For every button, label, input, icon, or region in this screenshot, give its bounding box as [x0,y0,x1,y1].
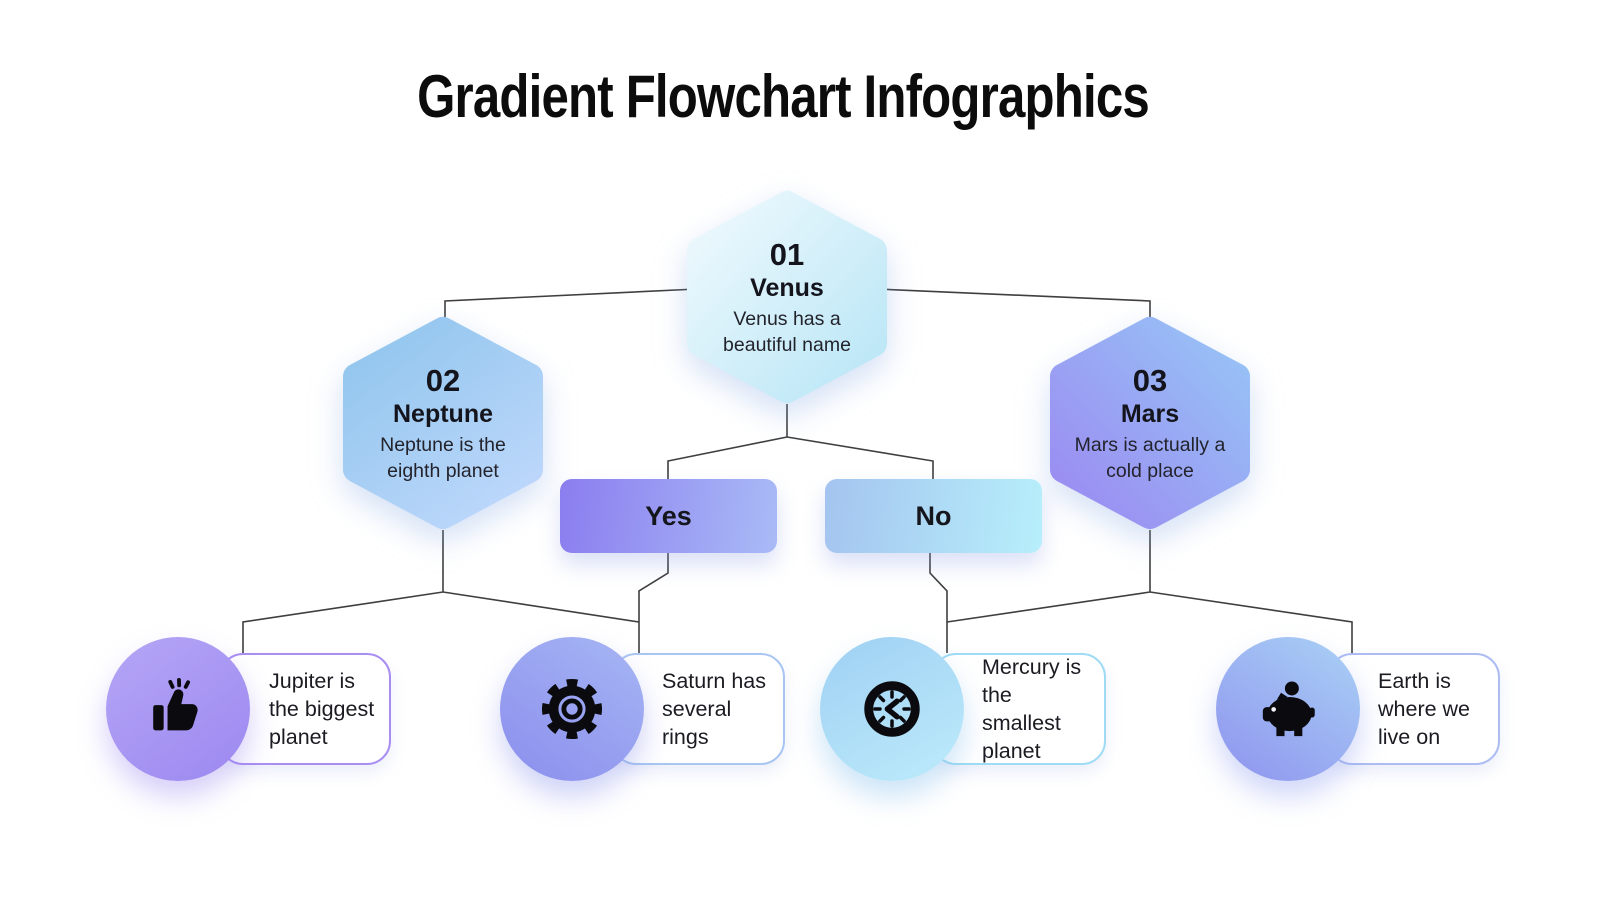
hexagon-shape [1050,316,1250,530]
hexagon-shape [343,316,543,530]
node-number: 03 [1132,362,1168,398]
connector-venus-no [786,436,934,479]
leaf-circle-saturn[interactable] [500,637,644,781]
node-description: Neptune is the eighth planet [380,433,506,482]
connector-yes-saturn [638,553,669,653]
thumbs-up-icon [153,678,198,731]
leaf-card-saturn[interactable]: Saturn has several rings [612,653,785,765]
connector-venus-mars [876,288,1151,317]
connector-mars-mercury [946,591,1151,623]
decision-no[interactable]: No [825,479,1042,553]
decision-yes[interactable]: Yes [560,479,777,553]
connector-neptune-saturn [442,591,640,623]
leaf-text: Earth is where we live on [1378,669,1471,749]
node-number: 02 [425,362,461,398]
gear-icon [541,678,603,740]
node-description: Mars is actually a cold place [1074,433,1226,482]
node-number: 01 [769,236,805,272]
hexagon-shape [687,190,887,404]
clock-icon [864,681,920,737]
node-title: Neptune [393,399,493,428]
connector-no-mercury [929,553,948,653]
connector-venus-neptune [444,288,698,317]
connector-mars-earth [1149,591,1353,653]
leaf-circle-earth[interactable] [1216,637,1360,781]
connector-neptune-jupiter [242,591,444,653]
node-title: Mars [1120,399,1180,428]
node-title: Venus [750,273,824,302]
piggy-bank-icon [1262,681,1315,737]
leaf-circle-mercury[interactable] [820,637,964,781]
node-description: Venus has a beautiful name [723,307,851,356]
node-venus[interactable]: 01 Venus Venus has a beautiful name [687,190,887,404]
page-title: Gradient Flowchart Infographics [417,63,1150,130]
leaf-circle-jupiter[interactable] [106,637,250,781]
node-mars[interactable]: 03 Mars Mars is actually a cold place [1050,316,1250,530]
leaf-text: Mercury is the smallest planet [982,655,1082,763]
leaf-text: Saturn has several rings [662,669,766,749]
connector-venus-yes [667,436,788,479]
node-neptune[interactable]: 02 Neptune Neptune is the eighth planet [343,316,543,530]
decision-label: No [915,500,952,531]
decision-label: Yes [645,500,692,531]
leaf-text: Jupiter is the biggest planet [269,669,375,749]
